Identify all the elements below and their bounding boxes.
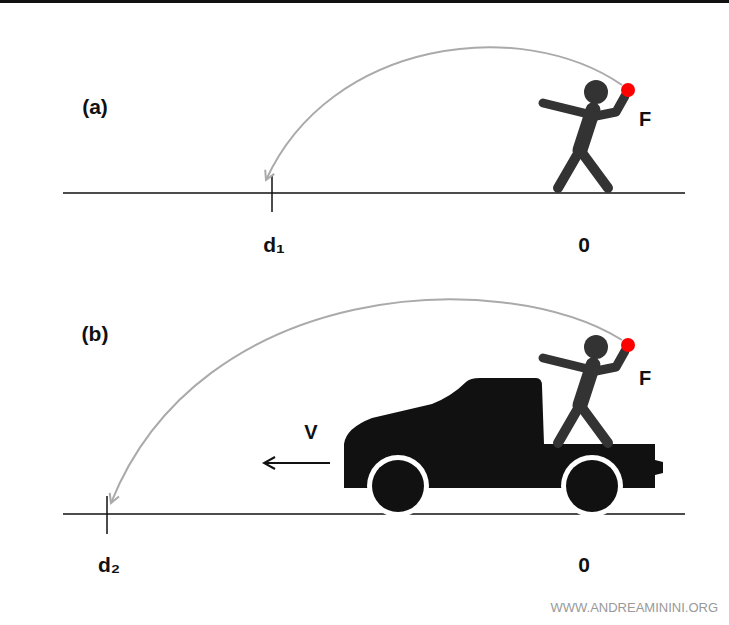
origin-label: 0 — [578, 234, 590, 255]
wheel — [372, 460, 424, 512]
force-label: F — [639, 368, 651, 388]
distance-label: d₂ — [98, 554, 120, 575]
wheel-arch — [561, 455, 623, 517]
force-label: F — [639, 109, 651, 129]
velocity-arrow — [264, 462, 330, 464]
panel-tag: (b) — [82, 323, 109, 344]
distance-tick — [271, 176, 273, 212]
panel-tag: (a) — [82, 96, 108, 117]
origin-label: 0 — [578, 554, 590, 575]
distance-tick — [106, 496, 108, 534]
thrower-figure — [543, 80, 635, 188]
top-rule — [0, 0, 729, 3]
trajectory-arc — [111, 299, 622, 503]
thrower-figure — [543, 335, 635, 443]
velocity-label: V — [304, 422, 317, 442]
wheel-arch — [367, 455, 429, 517]
watermark: WWW.ANDREAMININI.ORG — [550, 601, 718, 614]
distance-label: d₁ — [263, 234, 285, 255]
ground-line — [63, 192, 685, 194]
wheel — [566, 460, 618, 512]
